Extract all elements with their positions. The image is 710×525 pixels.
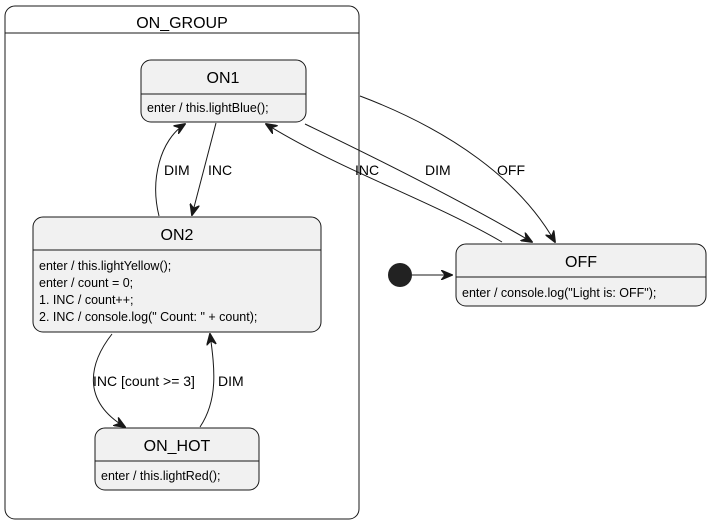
state-on1-action: enter / this.lightBlue(); xyxy=(147,101,269,115)
state-on2-action: 2. INC / console.log(" Count: " + count)… xyxy=(39,310,257,324)
state-on-hot[interactable]: ON_HOT enter / this.lightRed(); xyxy=(94,427,260,491)
state-on-hot-action: enter / this.lightRed(); xyxy=(101,469,221,483)
state-on1[interactable]: ON1 enter / this.lightBlue(); xyxy=(140,59,307,123)
state-on2-title: ON2 xyxy=(161,227,194,244)
transition-label-off-to-on1: INC xyxy=(355,162,379,178)
transition-label-on2-to-on-hot: INC [count >= 3] xyxy=(93,373,195,389)
state-on2-action: enter / count = 0; xyxy=(39,276,133,290)
state-on1-box xyxy=(140,59,307,123)
state-on2-action: 1. INC / count++; xyxy=(39,293,134,307)
state-off[interactable]: OFF enter / console.log("Light is: OFF")… xyxy=(455,243,707,307)
transition-label-on2-to-on1: DIM xyxy=(164,162,190,178)
state-off-action: enter / console.log("Light is: OFF"); xyxy=(462,286,656,300)
state-on2-box xyxy=(32,216,322,333)
transition-group-to-off xyxy=(359,95,555,242)
initial-state-dot xyxy=(388,263,412,287)
transition-label-on-hot-to-on2: DIM xyxy=(218,373,244,389)
transition-on-hot-to-on2 xyxy=(199,334,214,428)
transition-label-group-to-off: OFF xyxy=(497,162,525,178)
transition-off-to-on1 xyxy=(266,124,503,243)
state-on2[interactable]: ON2 enter / this.lightYellow(); enter / … xyxy=(32,216,322,333)
transition-label-on1-to-on2: INC xyxy=(208,162,232,178)
transition-on1-to-on2 xyxy=(192,122,217,215)
state-on-hot-title: ON_HOT xyxy=(144,438,211,455)
state-on-hot-box xyxy=(94,427,260,491)
state-on2-action: enter / this.lightYellow(); xyxy=(39,259,171,273)
transition-on2-to-on1 xyxy=(155,124,185,217)
transition-label-on1-to-off: DIM xyxy=(425,162,451,178)
on-group-title: ON_GROUP xyxy=(136,15,228,32)
state-on1-title: ON1 xyxy=(207,70,240,87)
transition-on1-to-off xyxy=(304,123,532,242)
state-off-box xyxy=(455,243,707,307)
transition-on2-to-on-hot xyxy=(92,333,125,427)
state-off-title: OFF xyxy=(565,254,597,271)
